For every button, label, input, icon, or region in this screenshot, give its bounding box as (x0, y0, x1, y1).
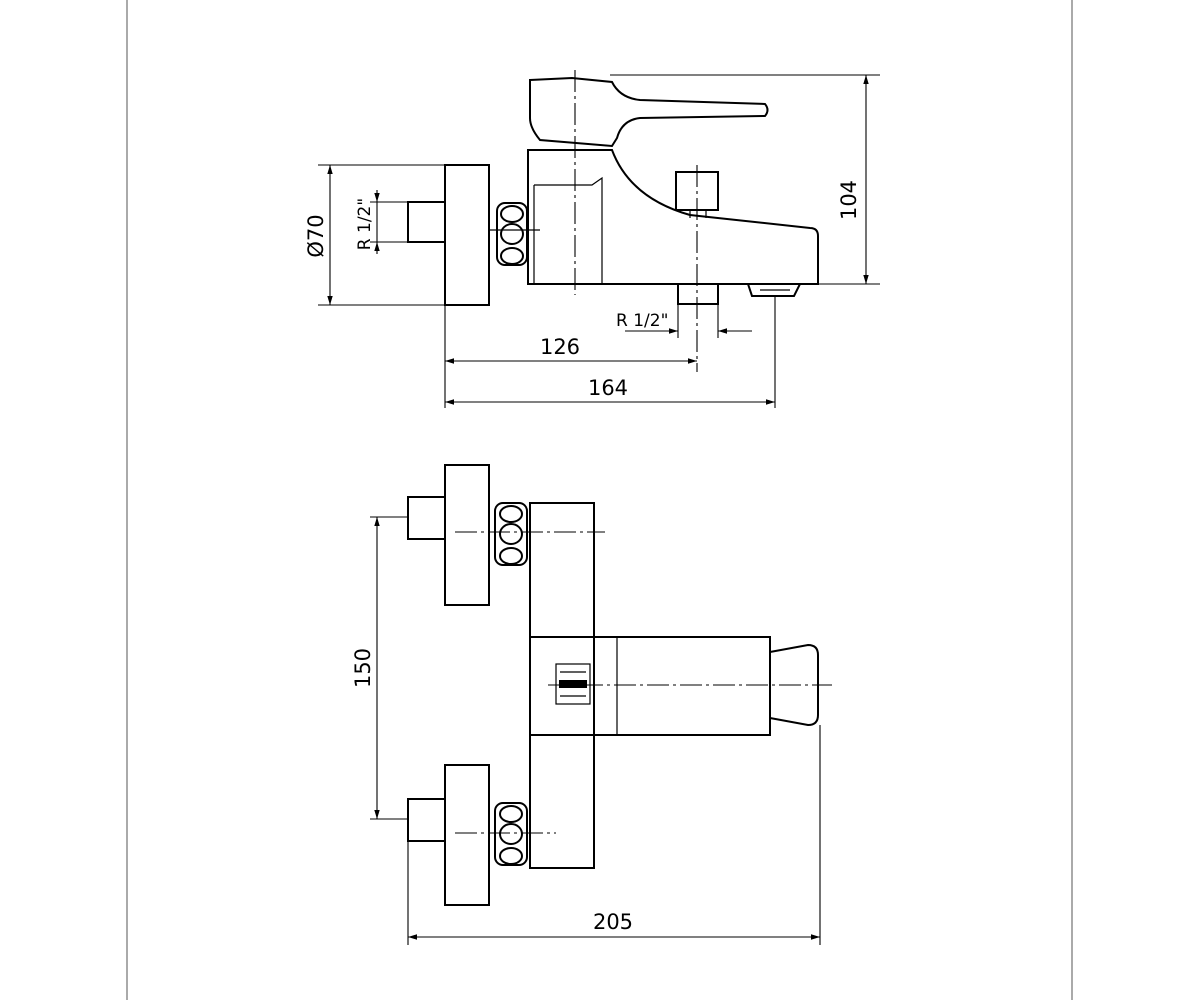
union-nut (490, 202, 540, 266)
dim-inlet-spacing-label: 150 (351, 648, 375, 688)
dim-126-label: 126 (540, 335, 580, 359)
wall-escutcheon (444, 164, 490, 306)
side-elevation-view: 104 Ø70 R 1/2" R 1/2" 126 164 (304, 70, 880, 408)
inlet-pipe (407, 201, 446, 243)
dim-overall-width-label: 205 (593, 910, 633, 934)
dim-outlet-thread-label: R 1/2" (616, 311, 668, 331)
top-plan-view: 150 205 (351, 464, 832, 945)
lower-union-nut (494, 802, 528, 866)
lower-inlet-pipe (407, 798, 446, 842)
dim-inlet-thread-label: R 1/2" (355, 198, 375, 250)
upper-union-nut (494, 502, 528, 566)
valve-body (527, 149, 819, 285)
upper-inlet-pipe (407, 496, 446, 540)
dim-height-label: 104 (837, 180, 861, 220)
outlet-thread (677, 283, 719, 305)
lever-handle (529, 76, 769, 148)
dim-164-label: 164 (588, 376, 628, 400)
spout-body (529, 636, 771, 736)
spout-aerator (746, 283, 802, 297)
dim-diameter-label: Ø70 (304, 214, 328, 257)
upper-escutcheon (444, 464, 490, 606)
lower-escutcheon (444, 764, 490, 906)
brand-logo-icon (555, 663, 591, 705)
